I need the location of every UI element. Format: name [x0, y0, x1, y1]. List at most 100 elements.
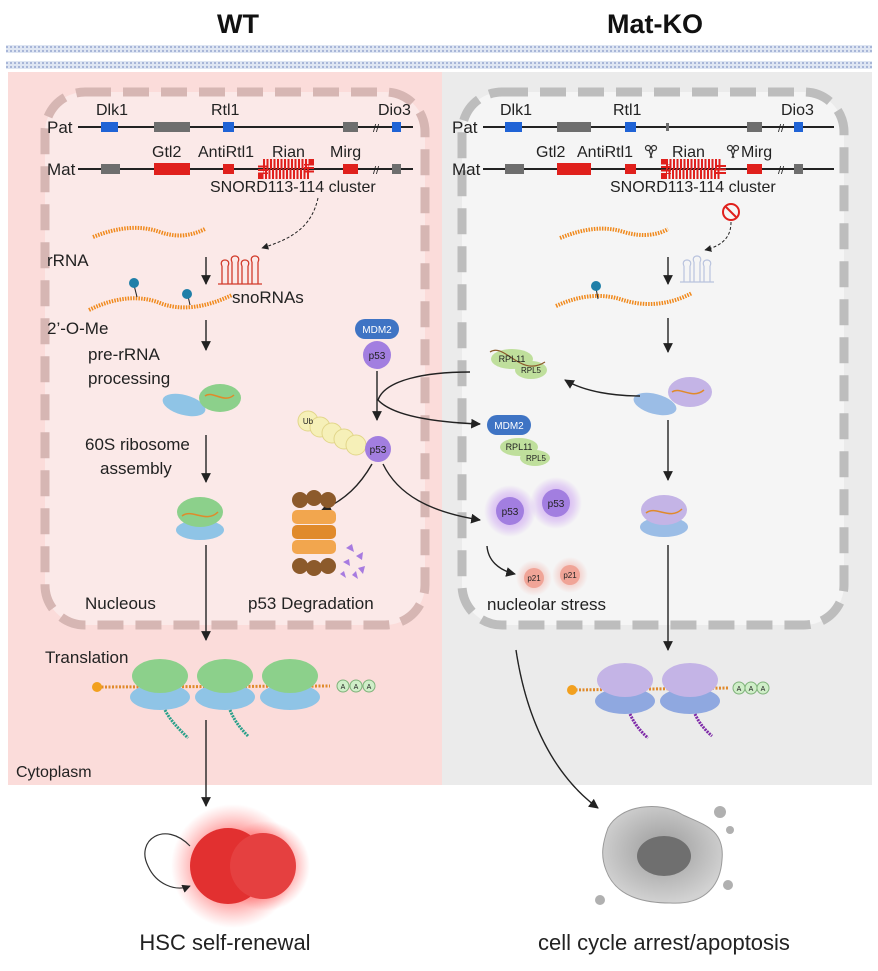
- svg-text:MDM2: MDM2: [494, 421, 524, 432]
- ko-gtl2-gene: [557, 163, 591, 175]
- wt-dlk1-gene: [101, 122, 118, 132]
- apoptotic-cell-icon: [595, 805, 734, 905]
- svg-text:RPL11: RPL11: [499, 354, 526, 364]
- wt-rtl1-label: Rtl1: [211, 102, 240, 119]
- wt-header: WT: [217, 9, 259, 39]
- svg-text:Mat: Mat: [47, 160, 76, 179]
- svg-text:A: A: [367, 684, 372, 691]
- svg-text:p53: p53: [370, 445, 387, 456]
- wt-nucleous-label: Nucleous: [85, 594, 156, 613]
- ko-aberrant-ribosome-icon: [640, 495, 688, 537]
- svg-text:p21: p21: [563, 571, 577, 580]
- wt-dio3-label: Dio3: [378, 102, 411, 119]
- ko-mirg-gene: [747, 164, 762, 174]
- svg-text:MDM2: MDM2: [362, 325, 392, 336]
- wt-antirtl1-label: AntiRtl1: [198, 144, 254, 161]
- wt-rian-label: Rian: [272, 144, 305, 161]
- ko-p21: p21 p21: [516, 557, 588, 596]
- wt-rian-gene: [258, 159, 314, 179]
- cell-membrane: [6, 45, 872, 69]
- svg-text:p53: p53: [369, 351, 386, 362]
- wt-assembled-ribosome-icon: [176, 497, 224, 540]
- wt-proteasome-icon: [292, 490, 336, 576]
- wt-processing-label: pre-rRNA: [88, 345, 160, 364]
- wt-rtl1-gene: [223, 122, 234, 132]
- svg-text:A: A: [737, 686, 742, 693]
- svg-text:A: A: [341, 684, 346, 691]
- wt-translation-label: Translation: [45, 648, 128, 667]
- ko-blocked-icon: [722, 203, 740, 221]
- svg-text:A: A: [354, 684, 359, 691]
- svg-text:RPL5: RPL5: [526, 454, 547, 463]
- wt-p53-ubiquitinated: [365, 436, 391, 462]
- ko-rian-gene: [661, 159, 726, 179]
- svg-text://: //: [778, 165, 785, 177]
- ko-polya-tail: A A A: [732, 681, 770, 695]
- ko-rrna-strand: [559, 226, 670, 240]
- wt-ubiquitin-chain-icon: [297, 410, 367, 456]
- wt-rrna-label: rRNA: [47, 251, 89, 270]
- ko-faded-snorna-icon: [680, 255, 714, 283]
- wt-methyl-group-icon: [129, 278, 192, 306]
- wt-nucleus: [40, 87, 430, 630]
- wt-gtl2-gene: [154, 163, 190, 175]
- ko-rtl1-label: Rtl1: [613, 102, 642, 119]
- ko-stress-label: nucleolar stress: [487, 595, 606, 614]
- svg-text:p53: p53: [502, 507, 519, 518]
- ko-outcome-label: cell cycle arrest/apoptosis: [538, 930, 790, 955]
- wt-snorna-icon: [218, 255, 262, 285]
- wt-mirg-gene: [343, 164, 358, 174]
- ko-polysome-icon: [567, 663, 729, 740]
- svg-text:A: A: [749, 686, 754, 693]
- ko-stabilized-p53: p53 p53: [484, 477, 582, 537]
- ko-rrna-unmodified: [555, 291, 693, 308]
- svg-text:RPL11: RPL11: [506, 442, 533, 452]
- ko-header: Mat-KO: [607, 9, 703, 39]
- ko-mdm2-sequestration-arrow: [377, 371, 481, 429]
- wt-snornas-label: snoRNAs: [232, 288, 304, 307]
- wt-mirg-label: Mirg: [330, 144, 361, 161]
- wt-processing-label-2: processing: [88, 369, 170, 388]
- wt-methyl-label: 2’-O-Me: [47, 319, 108, 338]
- wt-ribosome-subunits-icon: [162, 384, 241, 417]
- wt-mat-chromosome: Mat // Gtl2 AntiRtl1 Rian Mirg SNORD113-…: [47, 144, 413, 196]
- ko-rian-label: Rian: [672, 144, 705, 161]
- wt-cluster-label: SNORD113-114 cluster: [210, 179, 376, 196]
- ko-gtl2-label: Gtl2: [536, 144, 565, 161]
- ko-mat-chromosome: Mat // Gtl2 AntiRtl1 Rian Mirg SNORD113-…: [452, 144, 834, 196]
- ko-apoptosis-arrow: [515, 649, 599, 809]
- ko-rtl1-gene: [625, 122, 636, 132]
- wt-polysome-icon: [92, 659, 331, 740]
- ko-aberrant-subunits-icon: [633, 377, 712, 416]
- svg-text:RPL5: RPL5: [521, 366, 542, 375]
- svg-text://: //: [373, 123, 380, 135]
- ko-antirtl1-label: AntiRtl1: [577, 144, 633, 161]
- wt-outcome-label: HSC self-renewal: [139, 930, 310, 955]
- wt-antirtl1-gene: [223, 164, 234, 174]
- svg-text:Mat: Mat: [452, 160, 481, 179]
- ko-rpl-complex-free: RPL11 RPL5: [489, 349, 547, 379]
- ko-dio3-gene: [794, 122, 803, 132]
- wt-cytoplasm-label: Cytoplasm: [16, 764, 92, 781]
- wt-assembly-label: 60S ribosome: [85, 435, 190, 454]
- ko-dio3-label: Dio3: [781, 102, 814, 119]
- ko-dlk1-gene: [505, 122, 522, 132]
- svg-text://: //: [778, 123, 785, 135]
- svg-text:A: A: [761, 686, 766, 693]
- wt-p53-bound: [363, 341, 391, 369]
- wt-gtl2-label: Gtl2: [152, 144, 181, 161]
- wt-cluster-arrow: [261, 197, 319, 250]
- ko-methyl-icon: [591, 281, 601, 291]
- svg-text:Pat: Pat: [452, 118, 478, 137]
- ko-cluster-label: SNORD113-114 cluster: [610, 179, 776, 196]
- wt-mdm2-p53-complex: MDM2 p53: [355, 319, 399, 369]
- wt-mdm2-badge: [355, 319, 399, 339]
- ko-mdm2-rpl-complex: MDM2 RPL11 RPL5: [487, 415, 550, 466]
- wt-methylated-rrna: [88, 293, 233, 312]
- svg-text:p53: p53: [548, 499, 565, 510]
- wt-dlk1-label: Dlk1: [96, 102, 128, 119]
- ko-mirg-label: Mirg: [741, 144, 772, 161]
- ko-dlk1-label: Dlk1: [500, 102, 532, 119]
- svg-text://: //: [373, 165, 380, 177]
